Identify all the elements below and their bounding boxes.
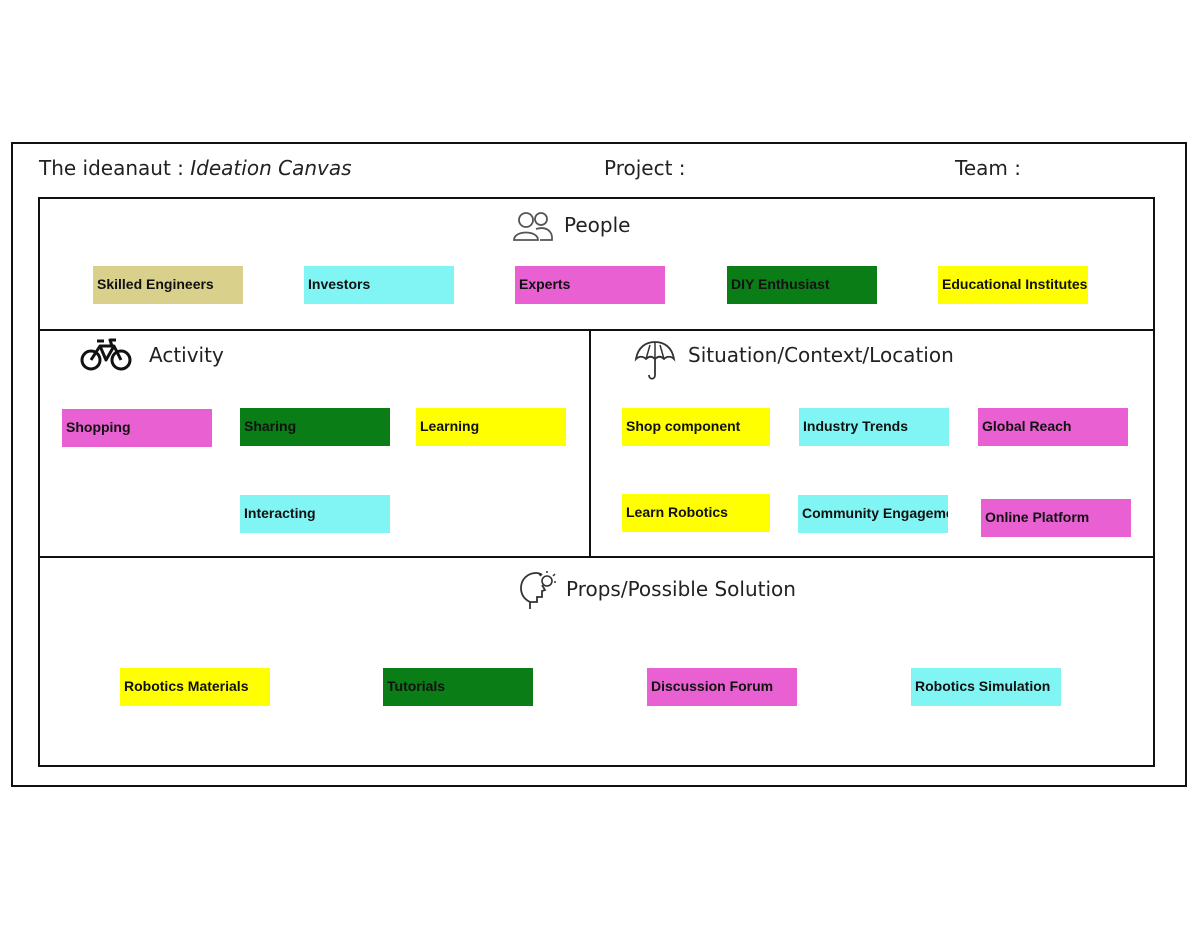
sticky-note[interactable]: DIY Enthusiast	[727, 266, 877, 304]
brand-name: The ideanaut :	[39, 156, 191, 180]
sticky-note[interactable]: Experts	[515, 266, 665, 304]
sticky-note[interactable]: Shop component	[622, 408, 770, 446]
divider-people	[38, 329, 1155, 331]
divider-activity-situation	[589, 329, 591, 558]
sticky-note[interactable]: Tutorials	[383, 668, 533, 706]
sticky-note[interactable]: Shopping	[62, 409, 212, 447]
sticky-note[interactable]: Learning	[416, 408, 566, 446]
sticky-note[interactable]: Community Engagement	[798, 495, 948, 533]
brand-title: The ideanaut : Ideation Canvas	[39, 156, 352, 180]
sticky-note[interactable]: Global Reach	[978, 408, 1128, 446]
section-title-people: People	[564, 213, 631, 237]
sticky-note[interactable]: Investors	[304, 266, 454, 304]
sticky-note[interactable]: Learn Robotics	[622, 494, 770, 532]
sticky-note[interactable]: Industry Trends	[799, 408, 949, 446]
people-icon	[513, 212, 553, 241]
sticky-note[interactable]: Sharing	[240, 408, 390, 446]
ideation-canvas	[38, 197, 1155, 767]
canvas-outer-frame	[11, 142, 1187, 787]
sticky-note[interactable]: Discussion Forum	[647, 668, 797, 706]
section-title-activity: Activity	[149, 343, 224, 367]
sticky-note[interactable]: Robotics Materials	[120, 668, 270, 706]
sticky-note[interactable]: Interacting	[240, 495, 390, 533]
project-label: Project :	[604, 156, 686, 180]
section-title-situation: Situation/Context/Location	[688, 343, 954, 367]
bicycle-icon	[80, 338, 132, 371]
brand-subtitle: Ideation Canvas	[190, 156, 352, 180]
sticky-note[interactable]: Skilled Engineers	[93, 266, 243, 304]
umbrella-icon	[634, 341, 676, 380]
team-label: Team :	[955, 156, 1021, 180]
idea-head-icon	[520, 571, 556, 609]
section-title-props: Props/Possible Solution	[566, 577, 796, 601]
divider-props	[38, 556, 1155, 558]
sticky-note[interactable]: Robotics Simulation	[911, 668, 1061, 706]
sticky-note[interactable]: Educational Institutes	[938, 266, 1088, 304]
sticky-note[interactable]: Online Platform	[981, 499, 1131, 537]
